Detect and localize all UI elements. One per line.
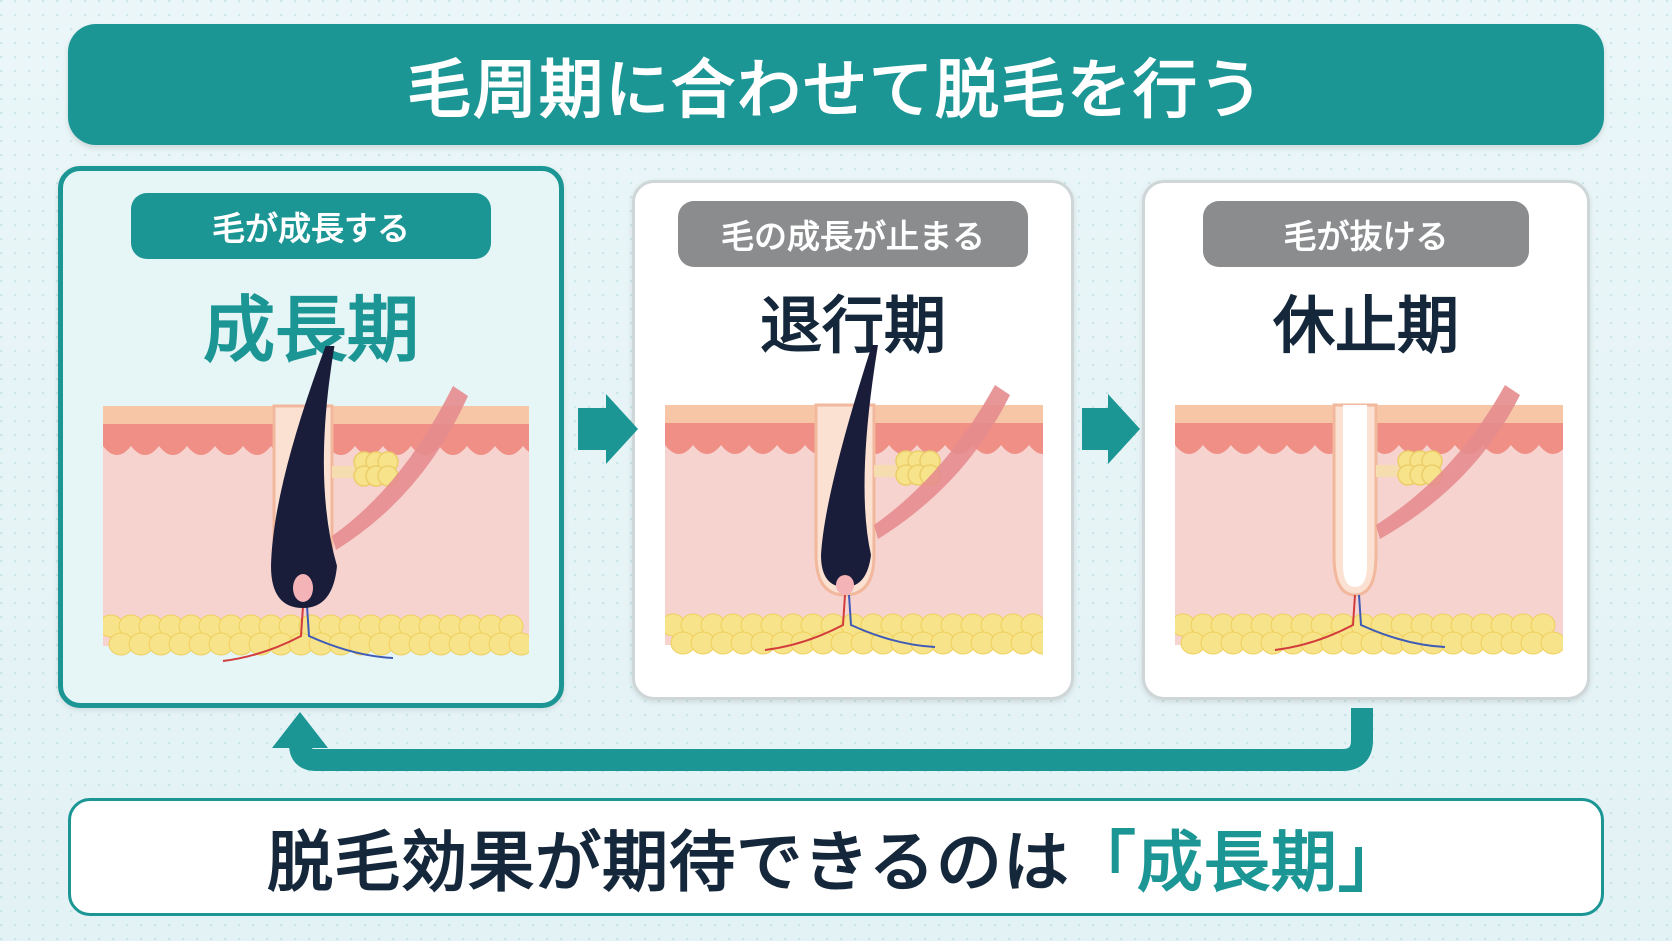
stage-card-catagen: 毛の成長が止まる 退行期: [632, 180, 1074, 700]
hair-growing-illustration: [103, 346, 529, 662]
conclusion-box: 脱毛効果が期待できるのは「成長期」: [68, 798, 1604, 916]
stage-name-catagen: 退行期: [759, 289, 946, 362]
stage-name-anagen: 成長期: [202, 288, 419, 372]
hair-resting-illustration: [1175, 385, 1563, 655]
stage-tag-anagen: 毛が成長する: [131, 193, 491, 259]
stage-tag-catagen: 毛の成長が止まる: [678, 201, 1028, 267]
stage-card-telogen: 毛が抜ける 休止期: [1142, 180, 1590, 700]
conclusion-text: 脱毛効果が期待できるのは「成長期」: [267, 809, 1405, 905]
stage-name-telogen: 休止期: [1272, 289, 1459, 362]
stage-card-anagen: 毛が成長する 成長期: [58, 166, 564, 708]
arrow-right-icon: [578, 394, 638, 464]
conclusion-prefix: 脱毛効果が期待できるのは: [267, 824, 1070, 901]
stage-tag-telogen: 毛が抜ける: [1203, 201, 1529, 267]
arrow-right-icon: [1082, 394, 1140, 464]
page-title: 毛周期に合わせて脱毛を行う: [407, 53, 1265, 128]
title-banner: 毛周期に合わせて脱毛を行う: [68, 24, 1604, 145]
hair-regressing-illustration: [665, 345, 1043, 655]
cycle-return-arrow-icon: [272, 708, 1373, 771]
conclusion-highlight: 「成長期」: [1069, 824, 1405, 901]
